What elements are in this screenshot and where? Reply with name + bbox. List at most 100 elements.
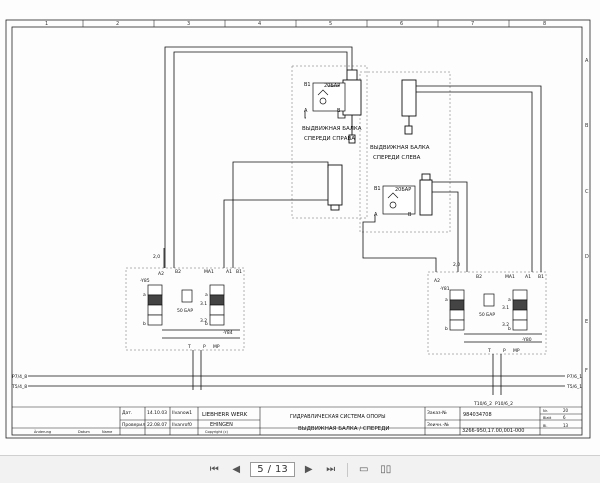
row-label-f: F	[585, 368, 588, 374]
valve-left-solenoid-y84: -Y84	[223, 330, 233, 336]
row-label-e: E	[585, 319, 588, 325]
right-beam-label-1: ВЫДВИЖНАЯ БАЛКА	[302, 126, 362, 132]
cylinder-center	[327, 164, 343, 211]
left-beam-label-1: ВЫДВИЖНАЯ БАЛКА	[370, 145, 430, 151]
valve-left-port-a1: A1	[226, 269, 232, 275]
valve-right-mid-31: 3.1	[502, 305, 509, 311]
single-page-view-button[interactable]: ▭	[356, 462, 372, 478]
valve-left-port-t: T	[187, 344, 191, 350]
col-label-6: 6	[400, 21, 403, 27]
tb-company: LIEBHERR WERK	[202, 412, 248, 418]
last-page-button[interactable]: ⏭	[323, 462, 339, 478]
row-label-d: D	[585, 254, 589, 260]
col-label-3: 3	[187, 21, 190, 27]
last-page-icon: ⏭	[326, 464, 336, 475]
valve-left-port-p: P	[203, 344, 206, 350]
title-block-text: Дат. 14.10.03 Ilvanow1 Проверил 22.08.07…	[34, 408, 569, 434]
left-beam-a: A	[374, 212, 378, 218]
schematic-sheet: 1 2 3 4 5 6 7 8 A B C D E F	[5, 19, 591, 439]
previous-page-button[interactable]: ◀	[228, 462, 244, 478]
valve-bank-left	[147, 284, 240, 339]
valve-right-solenoid-y80: -Y80	[522, 337, 532, 343]
pdf-viewer-toolbar: ⏮ ◀ 5 / 13 ▶ ⏭ ▭ ▯▯	[0, 455, 600, 483]
row-label-a: A	[585, 58, 589, 64]
valve-right-pressure: 2,0	[453, 262, 460, 268]
tb-num-value: 20	[563, 408, 569, 413]
line-t-left: T5/4_8	[11, 384, 27, 390]
valve-left-port-ma1: MA1	[204, 269, 214, 275]
column-markers: 1 2 3 4 5 6 7 8	[45, 20, 546, 27]
valve-right-coil-a2: a	[508, 298, 511, 303]
valve-left-port-a2: A2	[158, 271, 164, 277]
valve-left-coil-b2: b	[205, 321, 208, 327]
tb-name-col: Name	[102, 430, 112, 434]
tb-city: EHINGEN	[210, 422, 233, 428]
tb-checked-label: Проверил	[122, 422, 145, 428]
tb-name1: Ilvanow1	[172, 410, 192, 416]
hydraulic-lines	[163, 46, 542, 395]
tb-date-col: Datum	[78, 430, 90, 434]
current-page: 5	[257, 464, 264, 475]
col-label-7: 7	[471, 21, 474, 27]
valve-right-relief: 50 БАР	[479, 312, 495, 318]
valve-right-port-b1: B1	[538, 274, 544, 280]
hydraulic-schematic: 1 2 3 4 5 6 7 8 A B C D E F	[5, 19, 591, 439]
row-label-b: B	[585, 123, 589, 129]
tb-name2: Ilvanrof0	[172, 422, 192, 428]
tb-sheet-value: 6	[563, 415, 566, 420]
line-t-right: T5/6_1	[566, 384, 582, 390]
valve-right-coil-a1: a	[445, 298, 448, 303]
col-label-1: 1	[45, 21, 48, 27]
first-page-button[interactable]: ⏮	[206, 462, 222, 478]
page-number-field[interactable]: 5 / 13	[250, 462, 295, 477]
tb-drawing-title: ВЫДВИЖНАЯ БАЛКА / СПЕРЕДИ	[298, 426, 390, 432]
inner-frame	[11, 26, 583, 436]
next-page-button[interactable]: ▶	[301, 462, 317, 478]
tb-order-number: 984034708	[463, 412, 492, 418]
valve-right-port-a2: A2	[434, 278, 440, 284]
cylinder-left-beam-extended	[401, 79, 417, 135]
line-labels: P7/4_8 T5/4_8 P7/6_1 T5/6_1 T10/6_2 P10/…	[11, 374, 582, 407]
tb-sheet-label: Blatt	[543, 416, 552, 420]
cylinder-lower-left-beam	[419, 173, 433, 216]
valve-left-solenoid-y85: -Y85	[140, 278, 150, 284]
title-block	[12, 406, 582, 435]
left-beam-b: B	[408, 212, 412, 218]
valve-bank-right-labels: 2,0 A2 B2 MA1 A1 B1 -Y81 -Y80 50 БАР 3.1…	[434, 262, 544, 354]
col-label-5: 5	[329, 21, 332, 27]
tb-copyright: Copyright (c)	[205, 430, 229, 434]
left-beam-b1: B1	[374, 186, 381, 192]
pressure-tank-lines	[28, 375, 565, 387]
two-page-view-button[interactable]: ▯▯	[378, 462, 394, 478]
first-page-icon: ⏮	[209, 464, 219, 475]
col-label-8: 8	[543, 21, 546, 27]
right-beam-pressure: 20БАР	[324, 83, 340, 89]
tb-date1: 14.10.03	[147, 410, 167, 416]
valve-right-coil-b2: b	[508, 326, 511, 332]
check-valve-left-beam: 20БАР B1 A B	[374, 185, 416, 218]
valve-right-port-p: P	[503, 348, 506, 354]
line-bottom-left: T10/6_2	[473, 401, 492, 407]
col-label-2: 2	[116, 21, 119, 27]
tb-num-label: Nr.	[543, 409, 548, 413]
next-page-icon: ▶	[304, 464, 313, 475]
tb-date-label: Дат.	[122, 410, 132, 416]
line-p-right: P7/6_1	[567, 374, 582, 380]
tb-sheets-value: 13	[563, 423, 569, 428]
valve-left-port-b2: B2	[175, 269, 181, 275]
toolbar-separator	[346, 462, 348, 477]
total-pages: 13	[275, 464, 288, 475]
valve-left-coil-a1: a	[143, 293, 146, 298]
left-beam-dashed-group	[359, 71, 451, 233]
right-beam-a: A	[304, 108, 308, 114]
right-beam-b1: B1	[304, 82, 311, 88]
valve-bank-left-labels: 2,0 A2 B2 MA1 A1 B1 -Y85 -Y84 50 БАР 3.1…	[140, 254, 242, 350]
valve-bank-right	[449, 289, 542, 343]
check-valve-right-beam: 20БАР B1 A B	[304, 82, 346, 114]
valve-left-coil-a2: a	[205, 293, 208, 298]
valve-right-port-a1: A1	[525, 274, 531, 280]
two-page-icon: ▯▯	[380, 464, 392, 475]
tb-sheets-label: Bl.	[543, 424, 548, 428]
row-markers: A B C D E F	[585, 58, 589, 374]
left-beam-label-2: СПЕРЕДИ СЛЕВА	[373, 155, 421, 161]
